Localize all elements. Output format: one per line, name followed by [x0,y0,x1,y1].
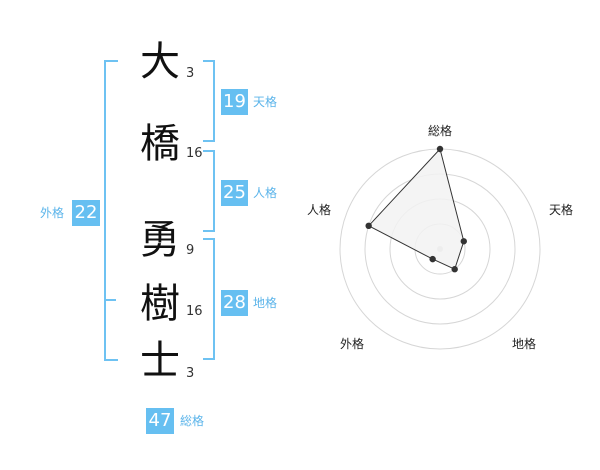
gai-badge: 22 [72,200,100,226]
radar-point-0 [436,145,444,153]
stroke-count-3: 9 [186,243,195,258]
gai-label: 外格 [40,206,65,220]
chi-bracket [203,238,215,360]
radar-label-jin: 人格 [307,203,332,217]
ten-bracket [203,60,215,142]
gai-bracket-mid-tick [104,299,116,301]
name-char-2: 橋 [140,121,180,167]
stroke-count-5: 3 [186,366,195,381]
jin-bracket [203,150,215,232]
stroke-count-4: 16 [186,304,203,319]
radar-point-2 [451,266,458,273]
stroke-count-1: 3 [186,66,195,81]
gai-bracket [104,60,118,361]
ten-badge: 19 [221,89,248,115]
chi-badge: 28 [221,290,248,316]
jin-label: 人格 [253,186,278,200]
name-char-1: 大 [140,39,180,85]
chi-label: 地格 [253,296,278,310]
radar-label-chi: 地格 [512,337,537,351]
radar-label-ten: 天格 [549,203,574,217]
jin-badge: 25 [221,180,248,206]
ten-label: 天格 [253,95,278,109]
radar-label-sou: 総格 [428,124,453,138]
name-char-5: 士 [140,338,180,384]
radar-point-3 [429,255,436,263]
radar-series [367,147,465,270]
name-char-3: 勇 [140,217,180,263]
radar-label-gai: 外格 [340,337,365,351]
sou-label: 総格 [180,414,205,428]
radar-point-1 [460,238,467,245]
radar-point-4 [365,222,372,230]
sou-badge: 47 [146,408,174,434]
name-char-4: 樹 [140,281,180,327]
stroke-count-2: 16 [186,146,203,161]
